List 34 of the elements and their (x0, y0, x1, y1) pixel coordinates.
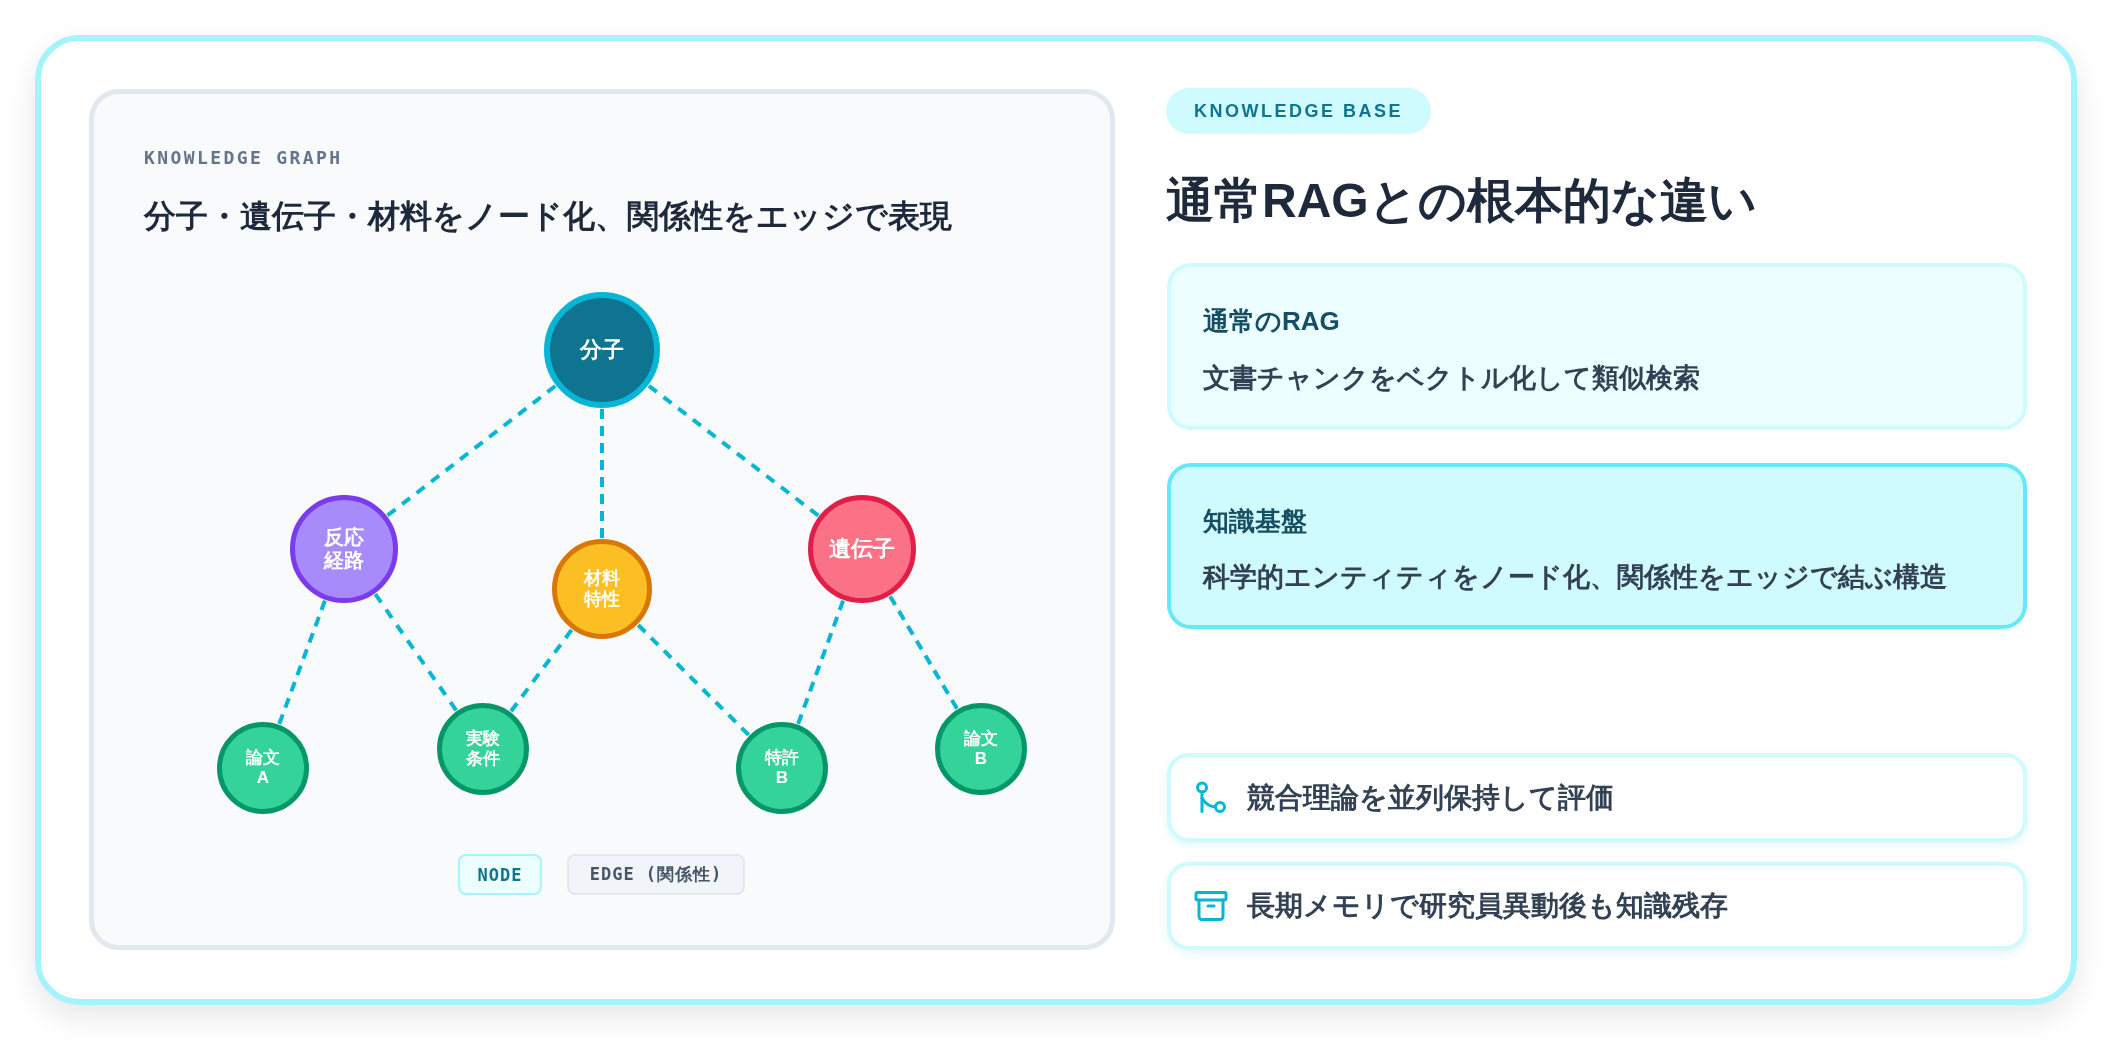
connector-line (636, 623, 751, 737)
node-circle: 論文B (935, 703, 1027, 795)
connector-line (386, 384, 557, 517)
card-heading: 知識基盤 (1203, 505, 1307, 538)
feature-card (1167, 862, 2027, 950)
node-circle: 遺伝子 (808, 495, 916, 603)
section-label: KNOWLEDGE GRAPH (144, 146, 343, 170)
feature-text: 競合理論を並列保持して評価 (1247, 780, 1614, 815)
feature-text: 長期メモリで研究員異動後も知識残存 (1247, 889, 1728, 923)
connector-line (277, 599, 327, 725)
connector-line (509, 628, 574, 713)
node-circle: 論文A (217, 722, 309, 814)
info-card (1167, 263, 2027, 430)
connector-line (600, 409, 604, 538)
feature-card (1167, 753, 2027, 842)
node-circle: 反応経路 (290, 495, 398, 603)
section-badge: KNOWLEDGE BASE (1166, 88, 1431, 134)
heading: 通常RAGとの根本的な違い (1166, 173, 1757, 229)
connector-line (647, 384, 820, 518)
card-text: 文書チャンクをベクトル化して類似検索 (1203, 362, 1700, 395)
panel-title: 分子・遺伝子・材料をノード化、関係性をエッジで表現 (144, 197, 952, 236)
node-circle: 実験条件 (437, 703, 529, 795)
graph-panel (89, 89, 1115, 950)
connector-line (888, 595, 959, 710)
node-circle: 材料特性 (552, 539, 652, 639)
node-circle: 分子 (544, 292, 660, 408)
card-text: 科学的エンティティをノード化、関係性をエッジで結ぶ構造 (1203, 561, 1947, 594)
node-circle: 特許B (736, 722, 828, 814)
legend-chip: EDGE (関係性) (567, 854, 745, 895)
card-heading: 通常のRAG (1203, 305, 1340, 338)
legend-chip: NODE (458, 854, 542, 895)
info-card (1167, 463, 2027, 629)
connector-line (373, 593, 458, 712)
connector-line (796, 599, 845, 725)
